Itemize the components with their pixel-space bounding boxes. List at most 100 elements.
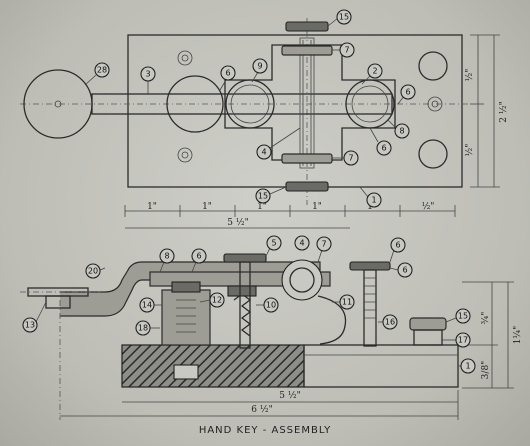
- lever-pivot-ring: [166, 75, 224, 133]
- balloon-9-top: 9: [251, 58, 268, 83]
- svg-text:8: 8: [164, 252, 169, 261]
- balloon-1-top: 1: [359, 186, 382, 208]
- svg-text:1: 1: [371, 196, 376, 205]
- dim-front-right-c: 3/8": [481, 361, 491, 380]
- dim-right-a: ½": [464, 69, 475, 82]
- balloon-7-bottom: 7: [332, 150, 359, 166]
- svg-text:15: 15: [458, 312, 468, 321]
- svg-text:4: 4: [261, 148, 266, 157]
- svg-text:28: 28: [97, 66, 107, 75]
- dim-bottom-top-view: 5 ½": [227, 217, 248, 228]
- svg-text:16: 16: [385, 318, 395, 327]
- row-dim-1: 1": [147, 202, 157, 212]
- base-section-hatched: [121, 344, 305, 388]
- dim-front-right-b: 1¼": [512, 326, 523, 345]
- balloon-3: 3: [140, 66, 156, 94]
- svg-text:4: 4: [299, 239, 304, 248]
- balloon-6-top-a: 6: [219, 65, 236, 91]
- svg-text:7: 7: [348, 154, 353, 163]
- dim-front-right-a: ¾": [480, 312, 491, 325]
- lock-nut-top: [281, 45, 333, 56]
- row-dim-2: 1": [202, 202, 212, 212]
- svg-text:6: 6: [402, 266, 407, 275]
- dim-front-bottom-b: 6 ½": [251, 404, 272, 415]
- svg-text:15: 15: [258, 192, 268, 201]
- balloon-17: 17: [442, 332, 471, 348]
- row-dim-4: 1": [312, 202, 322, 212]
- balloon-8-front: 8: [159, 248, 175, 273]
- svg-text:18: 18: [138, 324, 148, 333]
- svg-text:14: 14: [142, 301, 152, 310]
- svg-text:2: 2: [372, 67, 377, 76]
- balloon-20: 20: [85, 263, 106, 279]
- svg-text:5: 5: [271, 239, 276, 248]
- svg-text:10: 10: [266, 301, 276, 310]
- svg-text:8: 8: [399, 127, 404, 136]
- trunnion-bracket: [224, 44, 396, 161]
- binding-post: [409, 317, 447, 331]
- balloon-16: 16: [378, 314, 398, 330]
- lock-nut-bottom: [281, 153, 333, 164]
- thumb-nut-bottom: [285, 181, 329, 192]
- spring: [233, 293, 252, 337]
- svg-text:9: 9: [257, 62, 262, 71]
- balloon-4-front: 4: [294, 235, 310, 251]
- balloon-18: 18: [135, 320, 160, 336]
- balloon-15-front: 15: [445, 308, 471, 324]
- mounting-holes: [177, 50, 448, 169]
- svg-text:12: 12: [212, 296, 222, 305]
- row-dim-6: ½": [422, 201, 435, 212]
- balloon-4-top: 4: [256, 127, 301, 160]
- balloon-6-front-b: 6: [389, 237, 406, 263]
- balloon-6-front-a: 6: [191, 248, 207, 273]
- drawing-title: HAND KEY - ASSEMBLY: [198, 425, 332, 436]
- dim-right-c: 2 ½": [498, 101, 509, 122]
- top-view: ½" ½" 2 ½" 1" 1" 1" 1" 1" ½" 5 ½" 15 7 2…: [20, 9, 509, 229]
- svg-text:13: 13: [25, 321, 35, 330]
- balloon-6-top-c: 6: [369, 127, 392, 156]
- balloon-10: 10: [256, 297, 279, 313]
- balloon-11: 11: [332, 294, 355, 310]
- row-dim-3: 1": [257, 202, 267, 212]
- row-dim-ticks: [124, 205, 456, 217]
- front-view: ¾" 1¼" 3/8" 5 ½" 6 ½" 8 6 5 4 7 6 6 20 1…: [20, 235, 523, 420]
- svg-text:6: 6: [225, 69, 230, 78]
- svg-text:3: 3: [145, 70, 150, 79]
- svg-text:6: 6: [196, 252, 201, 261]
- thumb-nut-top: [285, 21, 329, 32]
- thumb-nut-front: [223, 253, 267, 263]
- svg-text:20: 20: [88, 267, 98, 276]
- balloon-8-top: 8: [387, 119, 410, 139]
- svg-text:6: 6: [395, 241, 400, 250]
- balloon-13: 13: [22, 301, 47, 333]
- balloon-2: 2: [361, 63, 383, 85]
- balloon-6-front-c: 6: [389, 262, 413, 278]
- balloon-28: 28: [84, 62, 110, 86]
- balloon-7-front: 7: [316, 236, 332, 263]
- balloon-12: 12: [199, 292, 225, 308]
- dim-right-b: ½": [464, 144, 475, 157]
- balloon-15-top: 15: [327, 9, 352, 27]
- svg-text:1: 1: [465, 362, 470, 371]
- svg-text:15: 15: [339, 13, 349, 22]
- dim-front-bottom-a: 5 ½": [279, 390, 300, 401]
- balloon-1-front: 1: [458, 358, 476, 374]
- contact-post: [161, 289, 211, 346]
- stop-nut-front: [349, 261, 391, 271]
- svg-text:17: 17: [458, 336, 468, 345]
- svg-text:6: 6: [381, 144, 386, 153]
- balloon-7-top: 7: [332, 42, 355, 58]
- balloon-5: 5: [265, 235, 282, 257]
- svg-text:6: 6: [405, 88, 410, 97]
- balloon-15-bottom: 15: [255, 186, 287, 204]
- balloon-6-top-b: 6: [397, 84, 416, 105]
- pivot-ring-front: [281, 259, 323, 301]
- svg-text:11: 11: [342, 298, 352, 307]
- svg-text:7: 7: [321, 240, 326, 249]
- balloon-14: 14: [139, 297, 162, 313]
- svg-text:7: 7: [344, 46, 349, 55]
- lever-arm: [91, 93, 393, 115]
- base-section-plain: [303, 344, 459, 388]
